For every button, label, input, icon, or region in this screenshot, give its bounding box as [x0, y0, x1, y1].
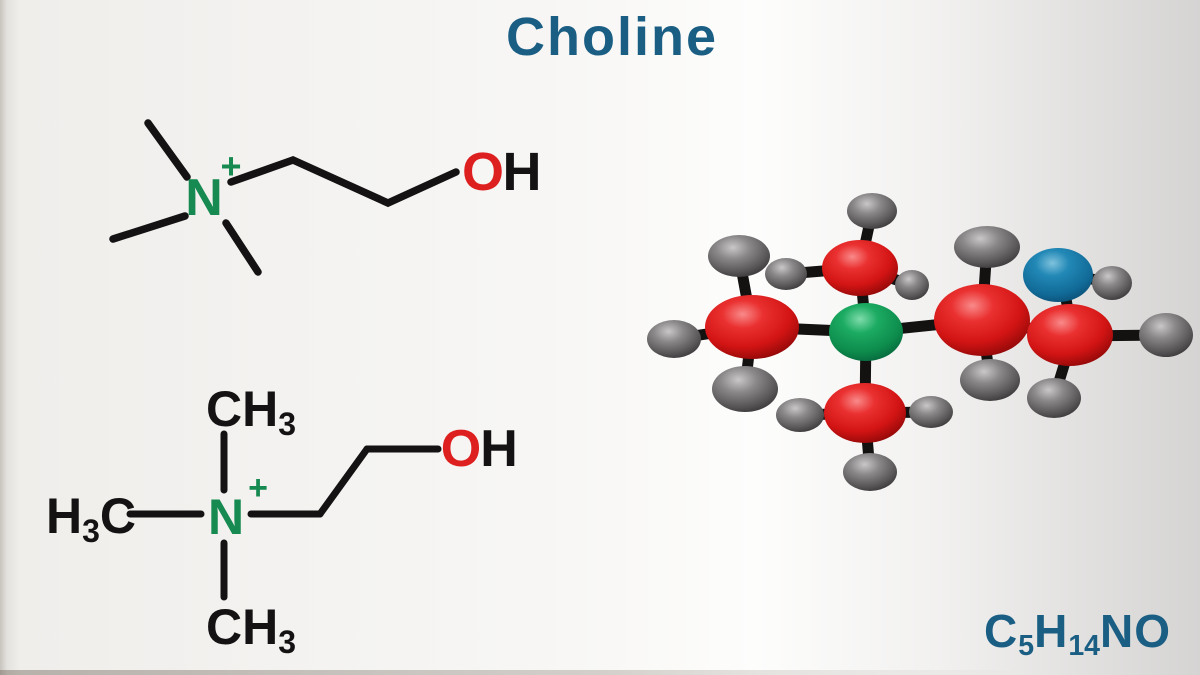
atom-C-sphere — [705, 295, 799, 359]
hydroxyl-h-label: H — [480, 420, 518, 478]
atom-N-sphere — [829, 303, 903, 361]
bond-methyl-upleft — [144, 119, 191, 181]
molecular-formula: C5H14NO — [984, 604, 1171, 663]
methyl-left-label: H3C — [46, 488, 136, 549]
formula-segment: NO — [1100, 605, 1172, 657]
atom-C-sphere — [1027, 304, 1113, 366]
bottom-edge-shadow — [0, 670, 1200, 675]
formula-segment: C — [984, 605, 1019, 657]
structural-formula: CH3 H3C N + O H CH3 — [46, 381, 518, 660]
nitrogen-label: N — [185, 169, 223, 227]
atom-H-sphere — [1092, 266, 1132, 300]
atom-H-sphere — [647, 320, 701, 358]
formula-subscript: 5 — [1018, 629, 1035, 662]
atom-C-sphere — [822, 240, 898, 296]
atom-H-sphere — [765, 258, 807, 290]
charge-plus-label: + — [220, 146, 241, 187]
bond-methyl-left — [109, 212, 189, 243]
methyl-bottom-label: CH3 — [206, 599, 296, 660]
atom-H-sphere — [708, 235, 770, 277]
page-title: Choline — [506, 7, 718, 67]
atom-H-sphere — [895, 270, 929, 300]
formula-segment: H — [1034, 605, 1069, 657]
charge-plus-label: + — [248, 469, 268, 507]
hydroxyl-h-label: H — [503, 142, 542, 202]
atom-H-sphere — [847, 193, 897, 229]
formula-subscript: 14 — [1068, 629, 1101, 662]
bond-methyl-downright — [222, 219, 262, 276]
atom-H-sphere — [776, 398, 824, 432]
atom-H-sphere — [1027, 378, 1081, 418]
bond-ch2-ch2 — [316, 445, 371, 518]
atom-H-sphere — [954, 226, 1020, 268]
atom-H-sphere — [1139, 313, 1193, 357]
atom-H-sphere — [712, 366, 778, 412]
methyl-top-label: CH3 — [206, 381, 296, 442]
atom-H-sphere — [843, 453, 897, 491]
oxygen-label: O — [462, 142, 504, 202]
oxygen-label: O — [441, 420, 481, 478]
nitrogen-label: N — [208, 489, 244, 545]
atom-H-sphere — [909, 396, 953, 428]
atom-O-sphere — [1023, 248, 1093, 302]
atom-C-sphere — [824, 383, 906, 443]
ball-stick-model — [647, 193, 1193, 491]
atom-H-sphere — [960, 359, 1020, 401]
skeletal-formula: N + O H — [109, 119, 542, 276]
bond-chain-to-oh — [227, 155, 460, 208]
atom-C-sphere — [934, 284, 1030, 356]
